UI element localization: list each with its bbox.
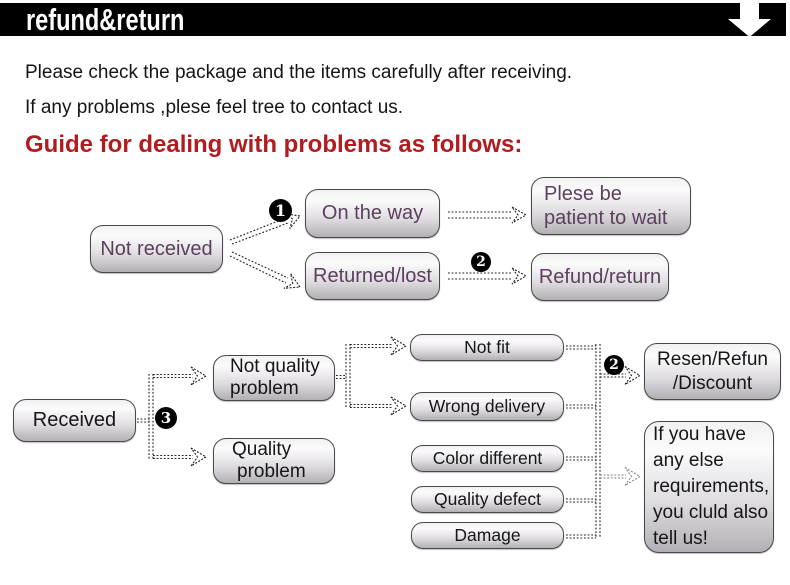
- node-received: Received: [13, 399, 136, 442]
- arrow-returnedlost-refund: [448, 267, 528, 285]
- badge-2: 2: [471, 252, 491, 272]
- node-resend-refund-discount: Resen/Refun /Discount: [644, 343, 781, 400]
- arrow-rail-note: [600, 466, 642, 487]
- node-not-quality-problem: Not quality problem: [213, 355, 335, 401]
- node-note-line2: any else: [653, 450, 724, 471]
- node-quality-line2: problem: [237, 461, 306, 482]
- page-title: refund&return: [26, 2, 185, 37]
- node-note-line4: you cluld also: [653, 502, 769, 523]
- node-wrong-delivery: Wrong delivery: [410, 392, 564, 421]
- node-please-wait-line2: patient to wait: [544, 207, 668, 229]
- intro-line-1: Please check the package and the items c…: [25, 62, 573, 83]
- node-note-line3: requirements,: [653, 476, 770, 497]
- connector-collector-rail: [566, 344, 601, 539]
- badge-1: 1: [269, 199, 292, 222]
- node-refund-return: Refund/return: [531, 253, 669, 301]
- node-other-requirements: If you have any else requirements, you c…: [644, 421, 774, 553]
- node-please-wait-line1: Plese be: [544, 183, 622, 205]
- node-returned-lost: Returned/lost: [305, 252, 440, 300]
- node-quality-line1: Quality: [232, 439, 292, 460]
- guide-heading: Guide for dealing with problems as follo…: [25, 131, 523, 158]
- arrow-notreceived-ontheway: [229, 213, 302, 245]
- node-damage: Damage: [411, 522, 564, 549]
- node-color-different: Color different: [411, 445, 564, 472]
- intro-line-2: If any problems ,plese feel tree to cont…: [25, 97, 404, 118]
- down-arrow-icon: [728, 3, 771, 37]
- arrow-ontheway-patient: [448, 206, 528, 224]
- badge-2b: 2: [604, 355, 624, 375]
- header-bar: refund&return: [0, 3, 786, 36]
- node-note-line5: tell us!: [653, 528, 708, 549]
- node-not-fit: Not fit: [410, 334, 564, 361]
- node-not-received: Not received: [90, 225, 223, 273]
- node-resen-line2: /Discount: [672, 372, 753, 394]
- node-not-quality-line1: Not quality: [230, 356, 320, 377]
- arrow-notreceived-returnedlost: [229, 251, 302, 289]
- node-please-wait: Plese be patient to wait: [531, 177, 691, 235]
- node-not-quality-line2: problem: [230, 378, 299, 399]
- node-quality-problem: Quality problem: [213, 438, 335, 484]
- connector-notquality-branch: [336, 336, 408, 416]
- node-note-line1: If you have: [653, 424, 746, 445]
- node-on-the-way: On the way: [305, 189, 440, 238]
- node-resen-line1: Resen/Refun: [657, 348, 768, 370]
- node-quality-defect: Quality defect: [411, 486, 564, 513]
- badge-3: 3: [155, 407, 177, 429]
